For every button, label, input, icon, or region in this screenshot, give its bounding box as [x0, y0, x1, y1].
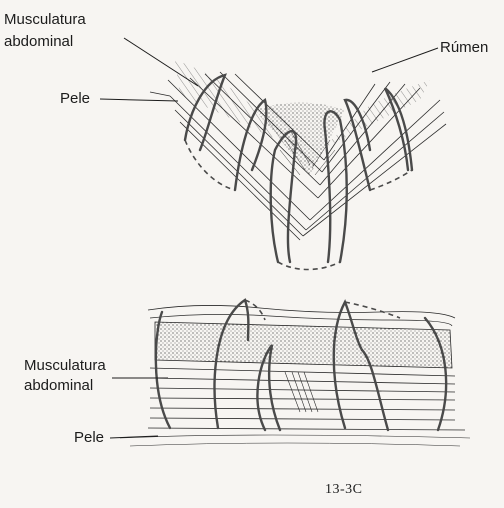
bottom-closed-view [120, 305, 470, 446]
bottom-sutures-hidden [245, 300, 400, 320]
label-top-muscle-line2: abdominal [4, 32, 73, 51]
label-top-rumen: Rúmen [440, 38, 488, 57]
figure-number: 13-3C [325, 482, 363, 498]
top-incision-view [150, 60, 446, 240]
rumen-center [255, 103, 345, 176]
muscle-band [155, 322, 452, 368]
label-top-skin: Pele [60, 89, 90, 108]
label-bottom-skin: Pele [74, 428, 104, 447]
label-top-muscle-line1: Musculatura [4, 10, 86, 29]
label-bottom-muscle-line1: Musculatura [24, 356, 106, 375]
label-bottom-muscle-line2: abdominal [24, 376, 93, 395]
